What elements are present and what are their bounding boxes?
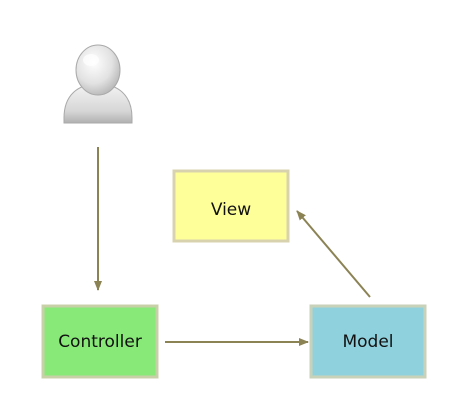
user-icon <box>63 44 133 124</box>
node-controller-box <box>41 304 159 379</box>
node-controller-label: Controller <box>58 332 142 352</box>
edge-model-to-view <box>296 210 371 298</box>
node-view-label: View <box>211 200 251 220</box>
node-view-box <box>172 169 290 243</box>
node-view: View <box>172 169 290 243</box>
node-controller: Controller <box>41 304 159 379</box>
node-model-box <box>309 304 427 379</box>
node-model-label: Model <box>342 332 393 352</box>
node-model: Model <box>309 304 427 379</box>
